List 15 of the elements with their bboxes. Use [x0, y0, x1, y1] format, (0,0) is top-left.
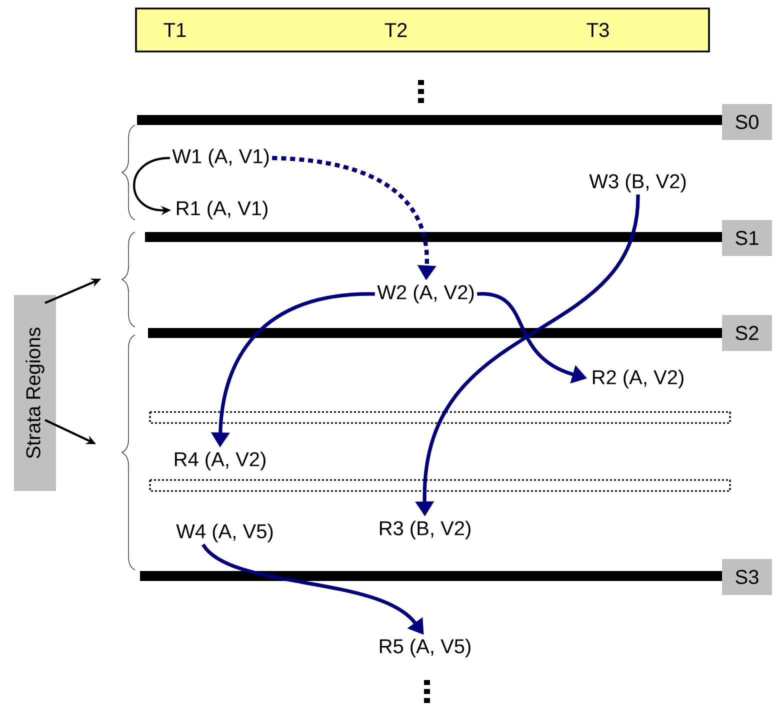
rotated-label-box: Strata Regions — [14, 295, 56, 491]
stratum-tag: S3 — [722, 559, 772, 595]
stratum-tag: S0 — [722, 104, 772, 140]
event-label: W3 (B, V2) — [589, 174, 686, 192]
stratum-tag: S2 — [722, 315, 772, 351]
event-label: R2 (A, V2) — [592, 370, 684, 388]
event-label: W1 (A, V1) — [172, 148, 269, 168]
event-label: R1 (A, V1) — [176, 200, 268, 220]
event-label: R4 (A, V2) — [174, 452, 266, 470]
event-label: R5 (A, V5) — [380, 638, 470, 658]
event-label: R3 (B, V2) — [380, 520, 470, 540]
event-label: W4 (A, V5) — [176, 524, 273, 542]
event-label: W2 (A, V2) — [377, 284, 474, 304]
stratum-tag: S1 — [722, 220, 772, 256]
timeline-band: T1 T2 T3 — [135, 8, 710, 52]
